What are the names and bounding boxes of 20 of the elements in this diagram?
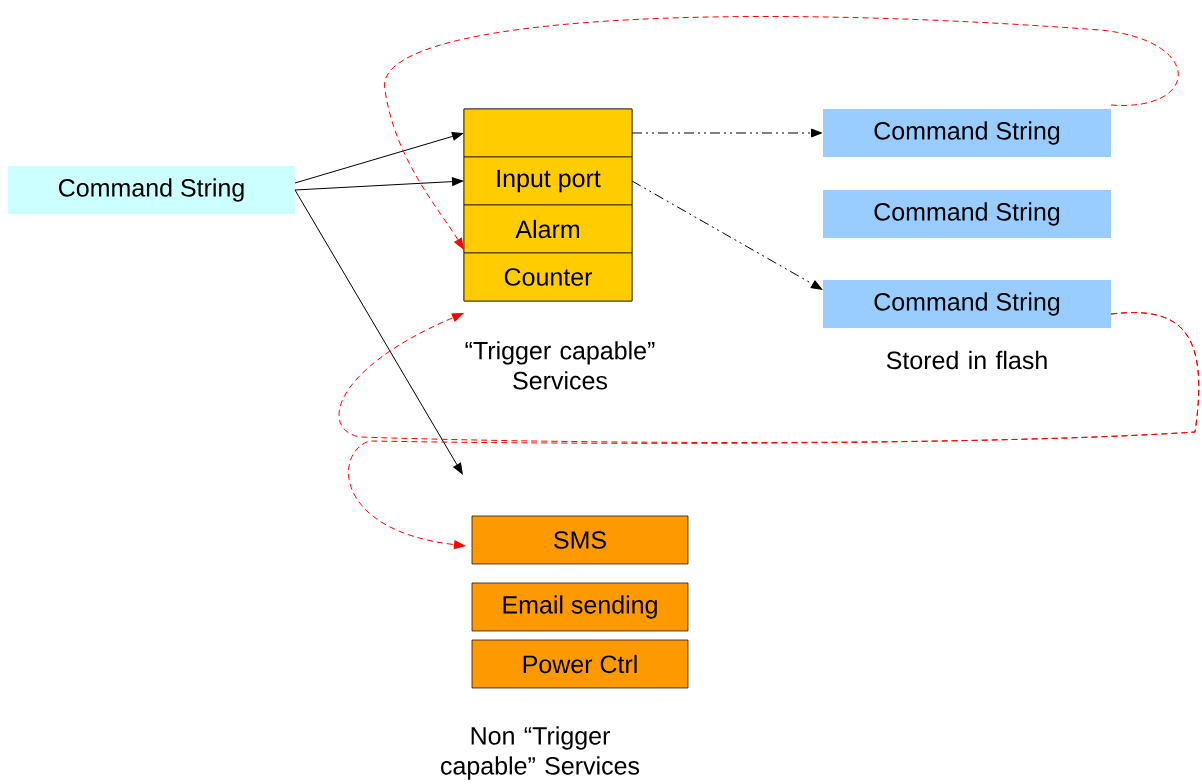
arrow [384, 16, 1179, 250]
stack-cell: Alarm [463, 204, 633, 254]
group-caption: “Trigger capable” Services [465, 341, 655, 390]
stack-cell: Input port [463, 156, 633, 206]
service-box: Power Ctrl [471, 639, 689, 689]
command-box: Command String [823, 190, 1111, 238]
arrow [294, 189, 463, 475]
stack-cell [463, 108, 633, 158]
arrow [294, 177, 464, 191]
command-box: Command String [823, 280, 1111, 328]
service-box: Email sending [471, 582, 689, 632]
command-box: Command String [823, 109, 1111, 157]
arrow [348, 312, 1200, 550]
arrow [294, 132, 464, 184]
stack-cell: Counter [463, 252, 633, 302]
caption-text: Non “Trigger capable” Services [441, 726, 640, 780]
arrow [631, 128, 823, 138]
command-box: Command String [8, 166, 295, 214]
arrow [631, 180, 823, 290]
service-box: SMS [471, 515, 689, 565]
